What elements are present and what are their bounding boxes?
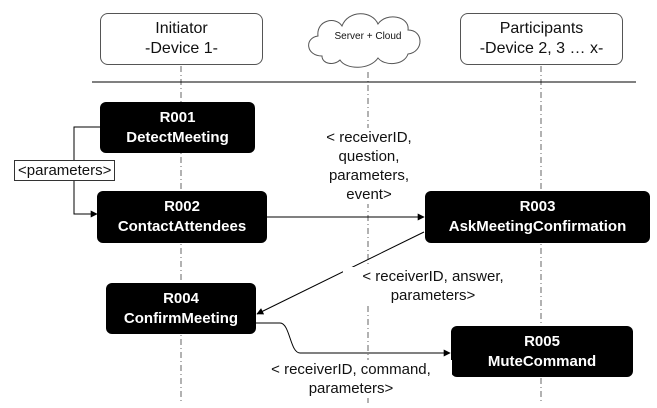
ask-message-line: question, bbox=[338, 148, 400, 165]
cloud-shape bbox=[308, 13, 421, 68]
step-r004: R004 ConfirmMeeting bbox=[106, 283, 256, 334]
arrow-r004-r005 bbox=[256, 322, 451, 357]
command-message-line: parameters> bbox=[308, 380, 394, 397]
ask-message: < receiverID, question, parameters, even… bbox=[313, 128, 425, 204]
participants-title: Participants bbox=[499, 20, 584, 37]
initiator-title: Initiator bbox=[155, 20, 208, 37]
answer-message-line: < receiverID, answer, bbox=[362, 268, 504, 285]
step-r004-name: ConfirmMeeting bbox=[123, 309, 239, 327]
command-message-line: < receiverID, command, bbox=[271, 361, 431, 378]
parameters-note: <parameters> bbox=[14, 160, 116, 181]
step-r001: R001 DetectMeeting bbox=[100, 102, 255, 153]
step-r001-name: DetectMeeting bbox=[126, 128, 229, 146]
step-r005-name: MuteCommand bbox=[487, 352, 597, 370]
answer-message-line: parameters> bbox=[390, 287, 476, 304]
participants-header: Participants -Device 2, 3 … x- bbox=[460, 13, 623, 65]
participants-subtitle: -Device 2, 3 … x- bbox=[479, 40, 604, 57]
ask-message-line: < receiverID, bbox=[326, 129, 412, 146]
step-r005: R005 MuteCommand bbox=[451, 326, 633, 377]
server-label: Server + Cloud bbox=[334, 31, 402, 42]
command-message: < receiverID, command, parameters> bbox=[250, 360, 452, 398]
step-r004-id: R004 bbox=[163, 289, 199, 307]
initiator-header: Initiator -Device 1- bbox=[100, 13, 263, 65]
step-r002-name: ContactAttendees bbox=[117, 218, 247, 235]
step-r003: R003 AskMeetingConfirmation bbox=[425, 191, 650, 243]
initiator-subtitle: -Device 1- bbox=[145, 40, 218, 57]
step-r003-name: AskMeetingConfirmation bbox=[448, 218, 627, 235]
answer-message: < receiverID, answer, parameters> bbox=[343, 267, 523, 305]
arrow-r003-r004 bbox=[256, 231, 425, 315]
step-r003-id: R003 bbox=[519, 198, 556, 215]
step-r002: R002 ContactAttendees bbox=[97, 191, 267, 243]
step-r001-id: R001 bbox=[159, 108, 196, 126]
ask-message-line: event> bbox=[346, 186, 392, 203]
ask-message-line: parameters, bbox=[328, 167, 410, 184]
step-r005-id: R005 bbox=[524, 332, 560, 350]
step-r002-id: R002 bbox=[164, 198, 200, 215]
